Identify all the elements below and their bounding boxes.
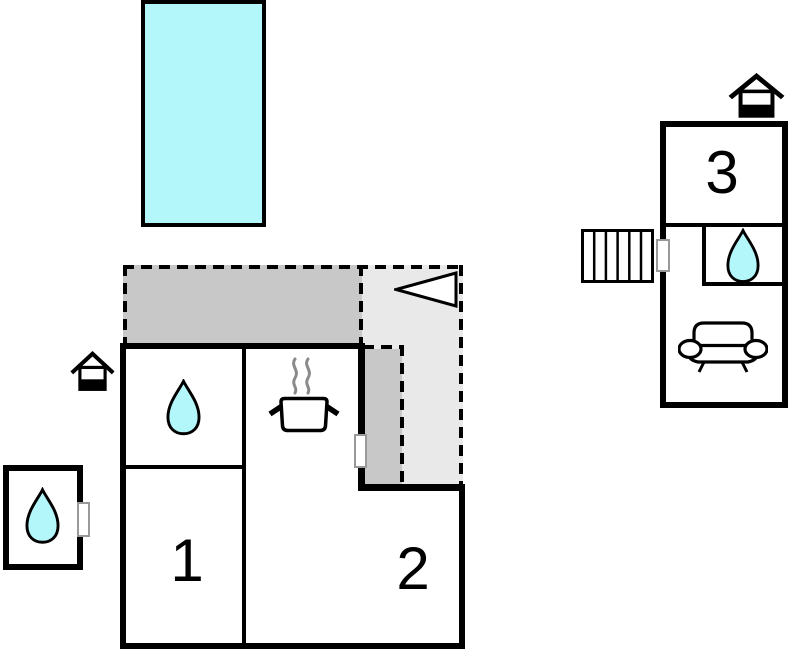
wall-divider-bathroom xyxy=(126,465,244,469)
wall-divider-vertical xyxy=(242,349,246,643)
water-drop-icon xyxy=(166,379,201,436)
wall-kitchen-right xyxy=(358,343,365,490)
terrace-covered-area-inner xyxy=(365,349,402,485)
wall-room3-bath-left xyxy=(702,227,706,286)
wall-room2-top xyxy=(358,484,465,491)
wall-main-top xyxy=(120,343,365,349)
entrance-house-icon xyxy=(70,351,115,391)
direction-triangle-icon xyxy=(394,271,458,308)
door-main-house xyxy=(354,434,367,468)
wall-room2-right xyxy=(459,484,465,649)
water-drop-icon xyxy=(25,487,60,544)
swimming-pool xyxy=(141,0,266,227)
wall-room3-divider xyxy=(666,223,782,227)
entrance-house-icon xyxy=(728,73,785,118)
room-2-label: 2 xyxy=(396,534,430,602)
terrace-covered-area xyxy=(123,265,362,345)
sofa-icon xyxy=(678,321,768,373)
door-annex-right xyxy=(656,239,670,272)
room-1-label: 1 xyxy=(170,526,204,594)
room-3-label: 3 xyxy=(705,138,739,206)
wall-main-bottom xyxy=(120,643,465,649)
door-annex-left xyxy=(77,502,90,537)
wall-main-left xyxy=(120,343,126,649)
wall-room3-bath-bottom xyxy=(702,282,782,286)
cooking-pot-icon xyxy=(268,357,340,433)
stairs-icon xyxy=(581,229,654,283)
water-drop-icon xyxy=(726,228,760,283)
